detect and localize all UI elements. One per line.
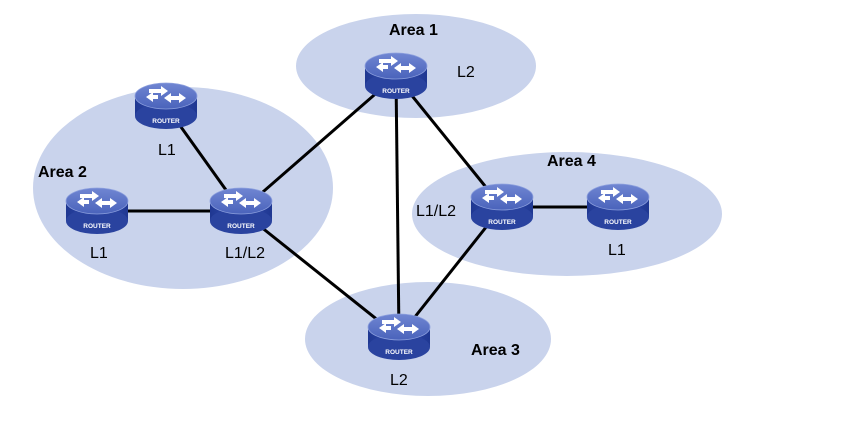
router-level-label: L1: [90, 245, 108, 262]
link-line: [394, 75, 401, 338]
area-2-region: [33, 87, 333, 289]
router-badge: ROUTER: [385, 349, 413, 356]
router-icon[interactable]: ROUTER: [586, 183, 650, 231]
router-level-label: L1/L2: [416, 203, 456, 220]
router-icon[interactable]: ROUTER: [134, 82, 198, 130]
area-labels: Area 1 Area 2 Area 3 Area 4: [38, 22, 596, 359]
area-4-region: [412, 152, 722, 276]
area-2-label: Area 2: [38, 164, 87, 181]
router-badge: ROUTER: [382, 88, 410, 95]
level-labels: L2 L1 L1 L1/L2 L1/L2 L1 L2: [90, 64, 626, 389]
router-badge: ROUTER: [152, 118, 180, 125]
routers-layer: ROUTER ROUTER ROUTER ROUTER ROUTER ROUTE…: [65, 52, 650, 361]
router-icon[interactable]: ROUTER: [65, 187, 129, 235]
link-line: [394, 75, 504, 208]
router-badge: ROUTER: [227, 223, 255, 230]
router-level-label: L1: [608, 242, 626, 259]
link-line: [240, 74, 397, 213]
router-badge: ROUTER: [488, 219, 516, 226]
router-icon[interactable]: ROUTER: [364, 52, 428, 100]
area-4-label: Area 4: [547, 153, 596, 170]
router-badge: ROUTER: [604, 219, 632, 226]
router-level-label: L1/L2: [225, 245, 265, 262]
router-level-label: L2: [390, 372, 408, 389]
link-line: [397, 206, 504, 338]
area-1-label: Area 1: [389, 22, 438, 39]
router-badge: ROUTER: [83, 223, 111, 230]
router-icon[interactable]: ROUTER: [209, 187, 273, 235]
router-level-label: L1: [158, 142, 176, 159]
router-icon[interactable]: ROUTER: [367, 313, 431, 361]
area-3-label: Area 3: [471, 342, 520, 359]
areas-layer: [33, 14, 722, 396]
router-level-label: L2: [457, 64, 475, 81]
router-icon[interactable]: ROUTER: [470, 183, 534, 231]
link-line: [240, 209, 400, 339]
